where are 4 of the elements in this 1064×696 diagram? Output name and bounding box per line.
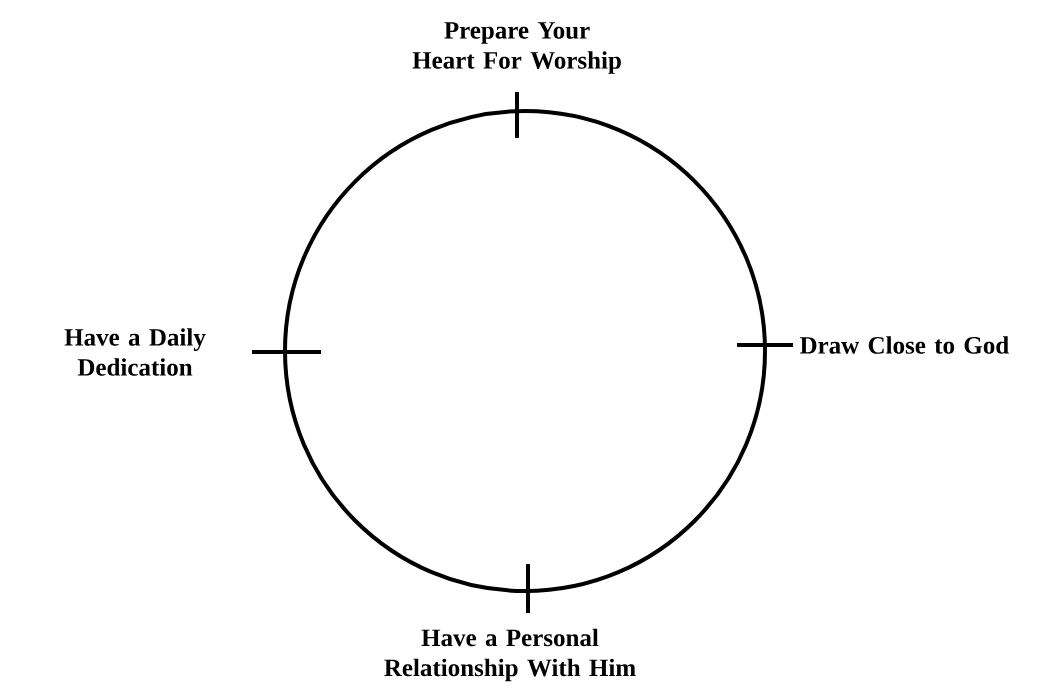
stage-label: Have a Personal Relationship With Him: [384, 628, 636, 682]
stage-label: Have a Daily Dedication: [64, 328, 206, 376]
stage-label: Prepare Your Heart For Worship: [412, 22, 621, 74]
stage-label: Draw Close to God: [800, 336, 1009, 354]
